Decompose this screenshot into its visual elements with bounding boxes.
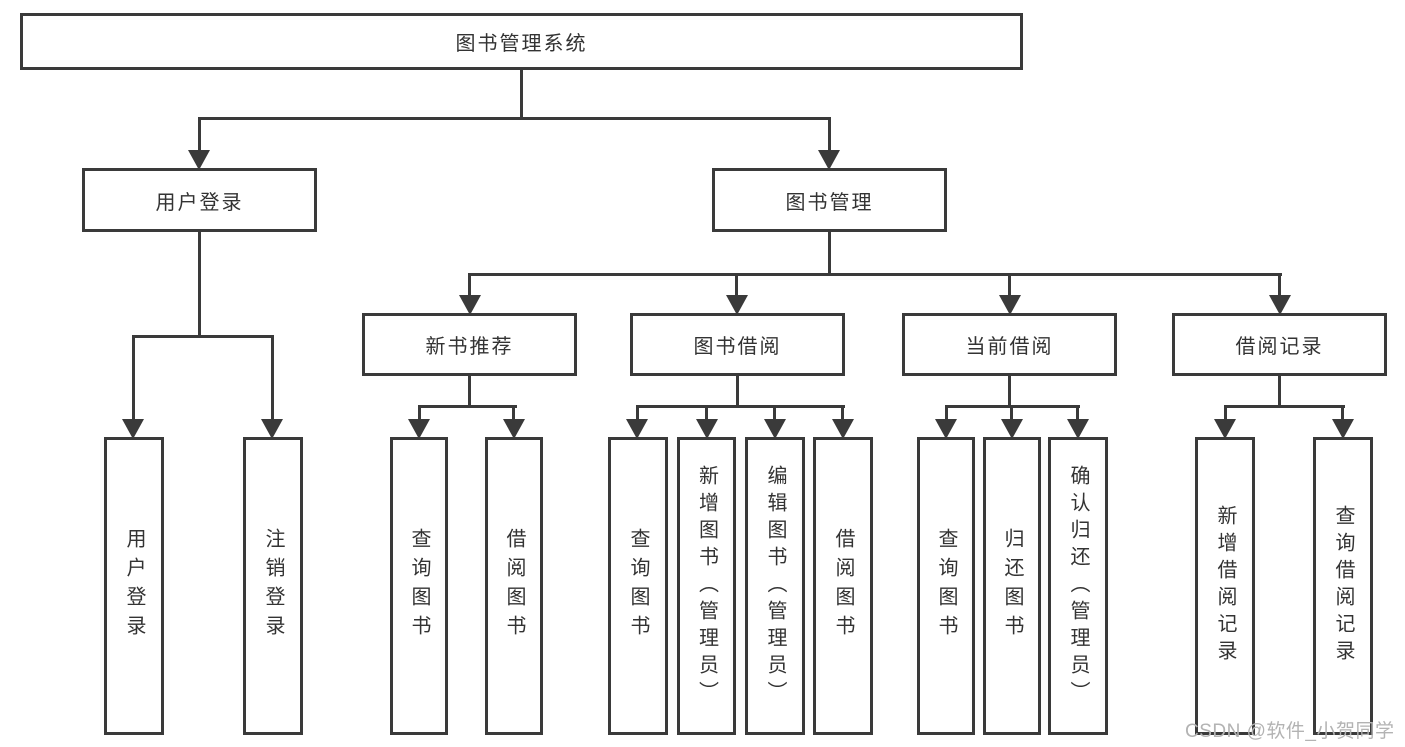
arrowhead-recommend-leaf2	[503, 419, 525, 439]
connector-records-leaf1-shaft	[1224, 405, 1227, 423]
connector-to-leaf-user-login-shaft	[132, 335, 135, 423]
csdn-watermark: CSDN @软件_小贺同学	[1185, 721, 1395, 742]
connector-current-leaf1-shaft	[945, 405, 948, 423]
connector-recommend-leaf2-shaft	[512, 405, 515, 423]
node-book-borrowing: 图书借阅	[630, 313, 845, 376]
connector-root-to-book-mgmt-shaft	[828, 117, 831, 154]
connector-records-leaf2-shaft	[1341, 405, 1344, 423]
connector-current-stem	[1008, 376, 1011, 408]
connector-current-leaf2-shaft	[1010, 405, 1013, 423]
connector-root-rail	[198, 117, 831, 120]
arrowhead-current	[999, 295, 1021, 315]
arrowhead-borrowing-leaf3	[764, 419, 786, 439]
connector-to-current-shaft	[1008, 273, 1011, 299]
connector-recommend-stem	[468, 376, 471, 408]
arrowhead-borrowing	[726, 295, 748, 315]
connector-to-leaf-logout-shaft	[271, 335, 274, 423]
leaf-return-books: 归还图书	[983, 437, 1041, 735]
connector-user-login-stem	[198, 232, 201, 338]
arrowhead-book-mgmt	[818, 150, 840, 170]
arrowhead-current-leaf3	[1067, 419, 1089, 439]
arrowhead-current-leaf1	[935, 419, 957, 439]
connector-root-stem	[520, 70, 523, 119]
connector-to-recommend-shaft	[468, 273, 471, 299]
arrowhead-borrowing-leaf1	[626, 419, 648, 439]
leaf-query-books-current: 查询图书	[917, 437, 975, 735]
arrowhead-recommend-leaf1	[408, 419, 430, 439]
connector-records-stem	[1278, 376, 1281, 408]
leaf-user-login: 用户登录	[104, 437, 164, 735]
connector-book-mgmt-stem	[828, 232, 831, 276]
arrowhead-records-leaf2	[1332, 419, 1354, 439]
arrowhead-records	[1269, 295, 1291, 315]
arrowhead-borrowing-leaf2	[696, 419, 718, 439]
arrowhead-borrowing-leaf4	[832, 419, 854, 439]
leaf-query-books-borrowing: 查询图书	[608, 437, 668, 735]
leaf-logout: 注销登录	[243, 437, 303, 735]
connector-user-login-rail	[132, 335, 274, 338]
connector-recommend-rail	[418, 405, 517, 408]
arrowhead-current-leaf2	[1001, 419, 1023, 439]
connector-current-leaf3-shaft	[1076, 405, 1079, 423]
node-library-system: 图书管理系统	[20, 13, 1023, 70]
connector-to-records-shaft	[1278, 273, 1281, 299]
connector-recommend-leaf1-shaft	[418, 405, 421, 423]
connector-borrowing-stem	[736, 376, 739, 408]
connector-borrowing-rail	[636, 405, 845, 408]
connector-borrowing-leaf2-shaft	[705, 405, 708, 423]
node-book-management: 图书管理	[712, 168, 947, 232]
arrowhead-leaf-logout	[261, 419, 283, 439]
node-new-book-recommend: 新书推荐	[362, 313, 577, 376]
leaf-query-borrow-record: 查询借阅记录	[1313, 437, 1373, 735]
arrowhead-recommend	[459, 295, 481, 315]
connector-book-mgmt-rail	[468, 273, 1282, 276]
connector-to-borrowing-shaft	[735, 273, 738, 299]
leaf-borrow-books-borrowing: 借阅图书	[813, 437, 873, 735]
leaf-add-book-admin: 新增图书（管理员）	[677, 437, 736, 735]
leaf-borrow-books-recommend: 借阅图书	[485, 437, 543, 735]
node-borrow-records: 借阅记录	[1172, 313, 1387, 376]
leaf-confirm-return-admin: 确认归还（管理员）	[1048, 437, 1108, 735]
connector-borrowing-leaf3-shaft	[773, 405, 776, 423]
node-user-login: 用户登录	[82, 168, 317, 232]
leaf-query-books-recommend: 查询图书	[390, 437, 448, 735]
arrowhead-leaf-user-login	[122, 419, 144, 439]
connector-borrowing-leaf4-shaft	[841, 405, 844, 423]
connector-records-rail	[1224, 405, 1345, 408]
connector-root-to-user-login-shaft	[198, 117, 201, 154]
connector-borrowing-leaf1-shaft	[636, 405, 639, 423]
leaf-edit-book-admin: 编辑图书（管理员）	[745, 437, 805, 735]
arrowhead-user-login	[188, 150, 210, 170]
arrowhead-records-leaf1	[1214, 419, 1236, 439]
node-current-borrowing: 当前借阅	[902, 313, 1117, 376]
leaf-add-borrow-record: 新增借阅记录	[1195, 437, 1255, 735]
